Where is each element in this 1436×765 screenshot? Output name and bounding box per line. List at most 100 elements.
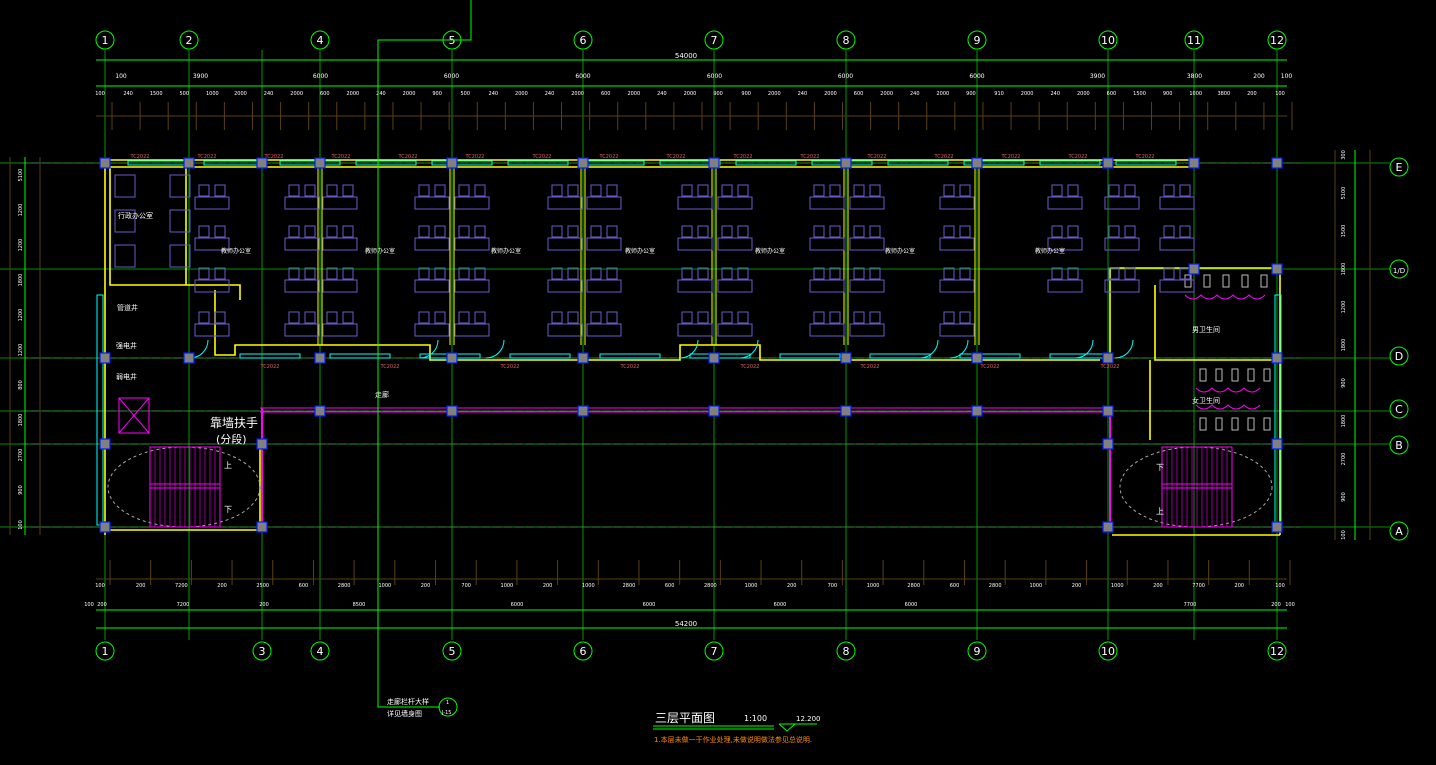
column	[577, 405, 589, 417]
desk	[322, 237, 358, 251]
dimension-left: 800	[18, 380, 24, 390]
chair	[606, 225, 618, 238]
column	[1102, 405, 1114, 417]
dimension-bottom-detail: 7700	[1192, 583, 1205, 589]
window	[659, 160, 721, 166]
stair-clearance-circle	[1119, 446, 1273, 528]
dimension-top-detail: 2000	[290, 91, 303, 97]
chair	[342, 184, 354, 197]
desk	[586, 196, 622, 210]
axis-label-top: 6	[580, 34, 587, 47]
window	[509, 353, 571, 359]
window	[869, 353, 931, 359]
room-label-office-left: 行政办公室	[118, 211, 153, 220]
window	[1115, 160, 1177, 166]
chair	[288, 225, 300, 238]
axis-label-bottom: 4	[317, 645, 324, 658]
axis-label-bottom: 12	[1270, 645, 1284, 658]
chair	[813, 267, 825, 280]
office-desk	[169, 209, 191, 233]
desk	[849, 279, 885, 293]
dimension-top-detail: 240	[545, 91, 555, 97]
dimension-top-detail: 2000	[346, 91, 359, 97]
dimension-bottom-detail: 1000	[1029, 583, 1042, 589]
dimension-bottom-detail: 200	[1072, 583, 1082, 589]
chair	[869, 267, 881, 280]
dimension-top-segment: 6000	[313, 73, 328, 80]
dimension-top-detail: 2000	[936, 91, 949, 97]
dimension-top-detail: 1000	[1189, 91, 1202, 97]
dimension-top-detail: 900	[741, 91, 751, 97]
chair	[1163, 267, 1175, 280]
chair	[1051, 225, 1063, 238]
toilet-fixture	[1247, 417, 1255, 431]
desk	[809, 237, 845, 251]
callout-ref-1: 1	[446, 700, 449, 706]
desk	[454, 323, 490, 337]
toilet-fixture	[1199, 368, 1207, 382]
callout-ref-2: J-15	[441, 710, 451, 716]
toilet-fixture	[1263, 368, 1271, 382]
chair	[853, 184, 865, 197]
chair	[721, 311, 733, 324]
chair	[418, 184, 430, 197]
dimension-right: 1200	[1341, 301, 1347, 314]
desk	[586, 237, 622, 251]
desk	[1047, 196, 1083, 210]
chair	[434, 184, 446, 197]
desk	[939, 196, 975, 210]
dimension-top-detail: 1000	[206, 91, 219, 97]
stair-landing	[149, 483, 221, 489]
chair	[606, 311, 618, 324]
axis-bubble-right	[1389, 346, 1409, 366]
dimension-top-detail: 100	[1275, 91, 1285, 97]
desk	[717, 237, 753, 251]
stair-landing	[1161, 483, 1233, 489]
chair	[721, 225, 733, 238]
chair	[567, 267, 579, 280]
column	[314, 157, 326, 169]
desk	[414, 279, 450, 293]
toilet-fixture	[1247, 368, 1255, 382]
axis-label-top: 4	[317, 34, 324, 47]
dimension-bottom-detail: 2800	[623, 583, 636, 589]
desk	[1104, 279, 1140, 293]
column	[1271, 438, 1283, 450]
dimension-bottom-segment: 6000	[643, 602, 656, 608]
chair	[474, 184, 486, 197]
axis-label-top: 12	[1270, 34, 1284, 47]
desk	[322, 323, 358, 337]
dimension-bottom-segment: 8500	[353, 602, 366, 608]
dimension-right: 1800	[1341, 415, 1347, 428]
toilet-fixture	[1263, 417, 1271, 431]
room-label-toilet-m: 男卫生间	[1192, 325, 1220, 334]
dimension-bottom-detail: 1000	[1111, 583, 1124, 589]
chair	[737, 311, 749, 324]
axis-bubble-bottom	[967, 641, 987, 661]
chair	[1051, 267, 1063, 280]
axis-label-right: 1/D	[1393, 267, 1405, 275]
column	[1102, 438, 1114, 450]
chair	[474, 267, 486, 280]
desk	[454, 279, 490, 293]
dimension-top-detail: 900	[1163, 91, 1173, 97]
level-triangle	[778, 723, 796, 732]
column	[840, 352, 852, 364]
column	[840, 405, 852, 417]
dimension-top-detail: 3800	[1217, 91, 1230, 97]
chair	[1179, 184, 1191, 197]
desk	[1104, 196, 1140, 210]
window-tag: TC2022	[934, 154, 954, 160]
stair-down-left: 下	[224, 505, 232, 514]
window	[329, 353, 391, 359]
desk	[194, 196, 230, 210]
dimension-left: 1200	[18, 239, 24, 252]
chair	[943, 267, 955, 280]
dimension-left: 1200	[18, 309, 24, 322]
window	[239, 353, 301, 359]
desk	[414, 237, 450, 251]
window	[507, 160, 569, 166]
chair	[288, 267, 300, 280]
chair	[1108, 184, 1120, 197]
